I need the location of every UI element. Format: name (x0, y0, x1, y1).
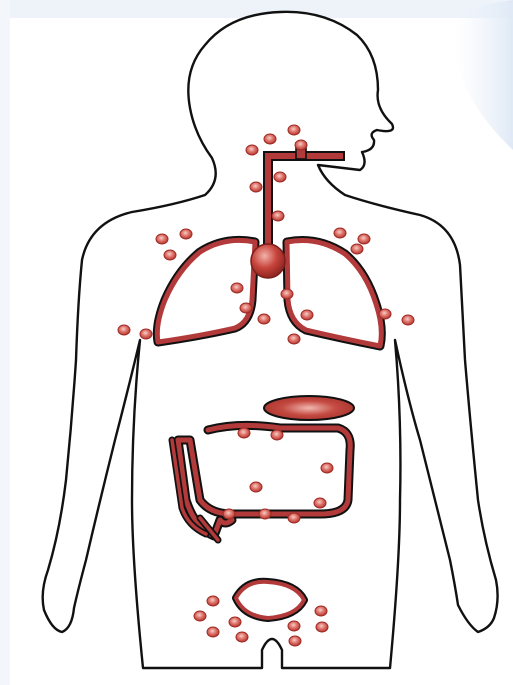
lymph-node-icon (180, 229, 192, 239)
bladder-inner (236, 582, 304, 618)
thymus-icon (251, 244, 285, 278)
lymph-node-icon (289, 636, 301, 646)
lymph-node-icon (281, 289, 293, 299)
lymph-node-icon (264, 134, 276, 144)
lymph-node-icon (334, 228, 346, 238)
lymph-node-icon (288, 621, 300, 631)
spleen-icon (264, 396, 354, 420)
background-tint-corner (455, 0, 513, 150)
lymph-node-icon (238, 428, 250, 438)
lymph-node-icon (236, 632, 248, 642)
body-outline (43, 12, 498, 668)
lymph-node-icon (271, 430, 283, 440)
lymph-node-icon (156, 234, 168, 244)
lymph-node-icon (207, 627, 219, 637)
lymph-node-icon (379, 309, 391, 319)
lymph-node-icon (314, 498, 326, 508)
lymph-node-icon (259, 509, 271, 519)
lymph-node-icon (288, 513, 300, 523)
lymph-node-icon (295, 140, 307, 150)
lymph-node-icon (164, 250, 176, 260)
lymph-node-icon (288, 125, 300, 135)
lymph-node-icon (118, 325, 130, 335)
lymph-node-icon (207, 596, 219, 606)
lymph-node-icon (229, 617, 241, 627)
lymph-node-icon (274, 172, 286, 182)
lymph-node-icon (358, 234, 370, 244)
lymph-node-icon (231, 283, 243, 293)
lymph-node-icon (246, 145, 258, 155)
lymph-node-icon (315, 606, 327, 616)
background-tint-left (0, 0, 10, 685)
lymph-node-icon (223, 509, 235, 519)
lymph-node-icon (272, 211, 284, 221)
lymph-node-icon (258, 314, 270, 324)
lymph-node-icon (250, 482, 262, 492)
lymph-node-icon (402, 315, 414, 325)
lymph-node-icon (301, 310, 313, 320)
lymph-node-icon (321, 463, 333, 473)
lymph-node-icon (140, 329, 152, 339)
lymph-node-icon (240, 303, 252, 313)
lymph-node-icon (288, 334, 300, 344)
lymph-node-icon (351, 244, 363, 254)
lymph-node-icon (194, 611, 206, 621)
lymph-node-icon (250, 182, 262, 192)
lymph-node-icon (316, 622, 328, 632)
